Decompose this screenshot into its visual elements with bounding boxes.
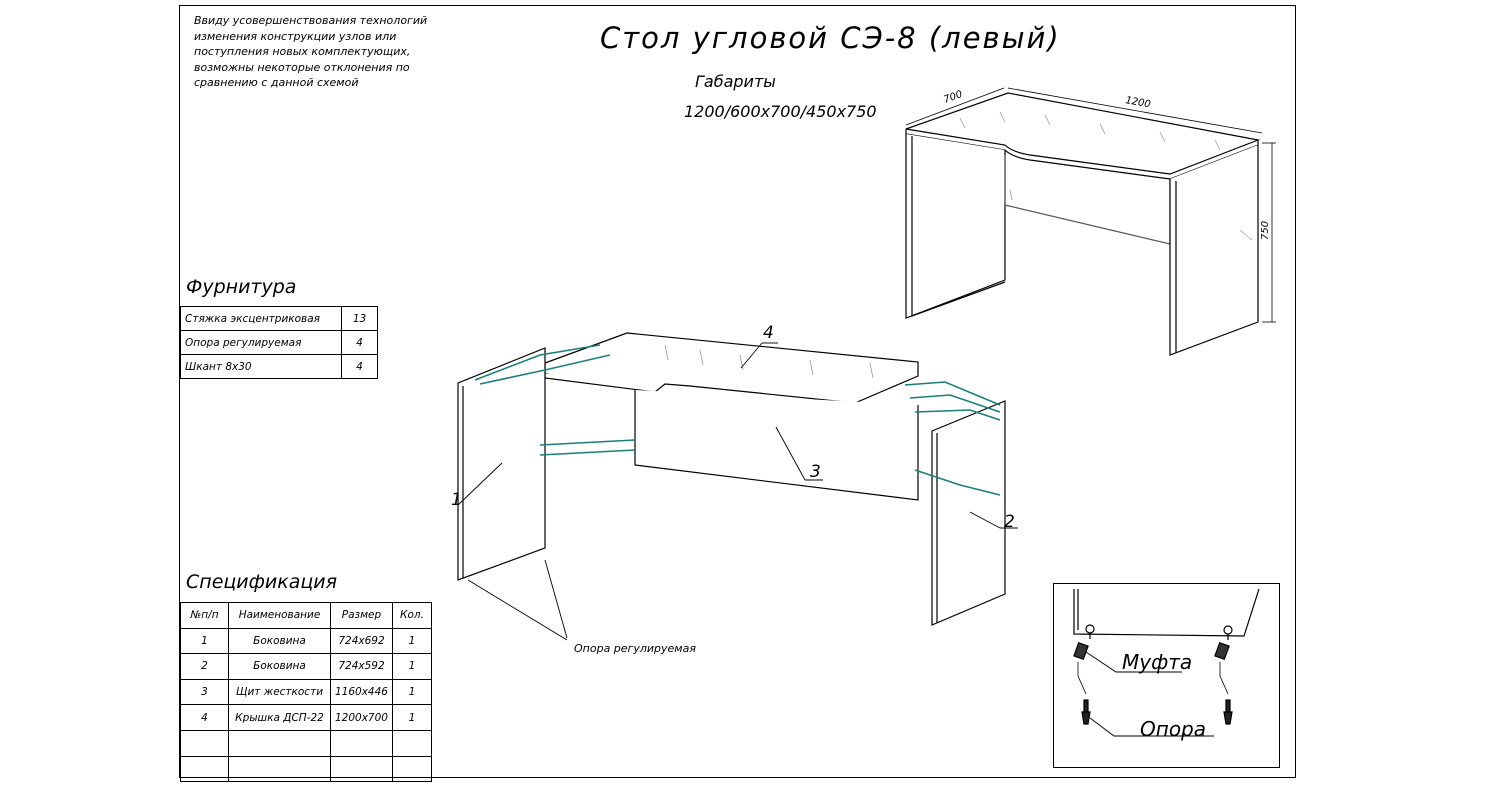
drawing-frame <box>179 5 1296 778</box>
table-row: Шкант 8x30 4 <box>180 354 378 379</box>
assembled-desk-preview <box>905 87 1276 356</box>
table-row <box>180 729 432 757</box>
support-label: Опора <box>1140 717 1207 741</box>
fittings-table: Стяжка эксцентриковая 13 Опора регулируе… <box>180 306 378 379</box>
callout-part-4: 4 <box>763 323 774 343</box>
preview-width-dim: 1200 <box>1124 95 1151 110</box>
preview-height-dim: 750 <box>1260 221 1271 240</box>
callout-part-1: 1 <box>451 490 462 510</box>
support-callout-label: Опора регулируемая <box>574 642 696 655</box>
disclaimer-note: Ввиду усовершенствования технологий изме… <box>194 14 428 89</box>
drawing-title: Стол угловой СЭ-8 (левый) <box>600 21 1061 55</box>
preview-depth-dim: 700 <box>942 89 964 106</box>
detail-box: Муфта Опора <box>1053 583 1280 768</box>
support-detail-drawing <box>1073 588 1260 737</box>
exploded-view <box>457 332 1018 641</box>
dimensions-value: 1200/600x700/450x750 <box>684 102 877 121</box>
callout-part-3: 3 <box>810 462 821 482</box>
table-header-row: №п/п Наименование Размер Кол. <box>180 602 432 629</box>
coupling-label: Муфта <box>1122 650 1193 674</box>
fittings-title: Фурнитура <box>186 276 297 298</box>
dimensions-label: Габариты <box>695 72 776 91</box>
table-row <box>180 755 432 783</box>
callout-part-2: 2 <box>1004 512 1015 532</box>
spec-title: Спецификация <box>186 571 338 593</box>
